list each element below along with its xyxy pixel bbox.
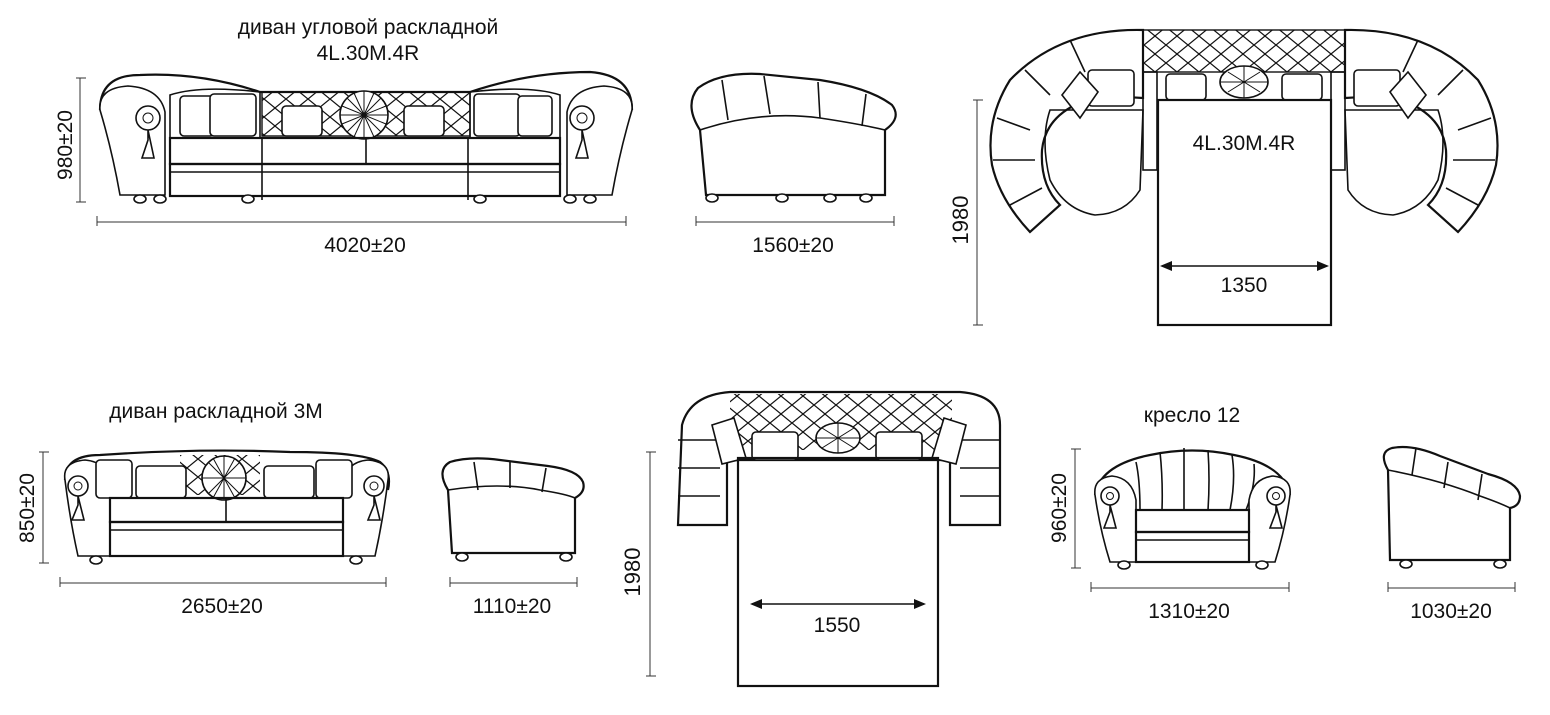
sofa-3m-plan-height: 1980 — [620, 548, 645, 597]
corner-sofa-plan-height: 1980 — [948, 196, 973, 245]
corner-sofa-title: диван угловой раскладной — [238, 16, 499, 39]
armchair-side-view: 1030±20 — [1382, 445, 1522, 623]
corner-sofa-plan-width: 1350 — [1221, 274, 1268, 297]
corner-sofa-depth: 1560±20 — [752, 234, 834, 257]
corner-sofa-plan-view: 4L.30M.4R 1350 1980 — [948, 28, 1499, 327]
sofa-3m-front-view: диван раскладной 3М 850±20 2650±20 — [16, 400, 391, 618]
corner-sofa-width: 4020±20 — [324, 234, 406, 257]
armchair-width: 1310±20 — [1148, 600, 1230, 623]
corner-sofa-model: 4L.30M.4R — [317, 42, 420, 65]
sofa-3m-depth: 1110±20 — [473, 595, 551, 618]
sofa-3m-plan-view: 1550 1980 — [620, 390, 1002, 688]
corner-sofa-side-view: 1560±20 — [690, 72, 897, 257]
armchair-title: кресло 12 — [1144, 404, 1240, 427]
corner-sofa-front-view: диван угловой раскладной 4L.30M.4R — [54, 16, 634, 257]
sofa-3m-side-view: 1110±20 — [441, 457, 585, 618]
corner-sofa-plan-model: 4L.30M.4R — [1193, 132, 1296, 155]
sofa-3m-height: 850±20 — [16, 473, 39, 543]
corner-sofa-height: 980±20 — [54, 110, 77, 180]
armchair-height: 960±20 — [1048, 473, 1071, 543]
armchair-depth: 1030±20 — [1410, 600, 1492, 623]
sofa-3m-title: диван раскладной 3М — [109, 400, 323, 423]
sofa-3m-width: 2650±20 — [181, 595, 263, 618]
sofa-3m-plan-width: 1550 — [814, 614, 861, 637]
armchair-front-view: кресло 12 960±20 1310±20 — [1048, 404, 1292, 623]
